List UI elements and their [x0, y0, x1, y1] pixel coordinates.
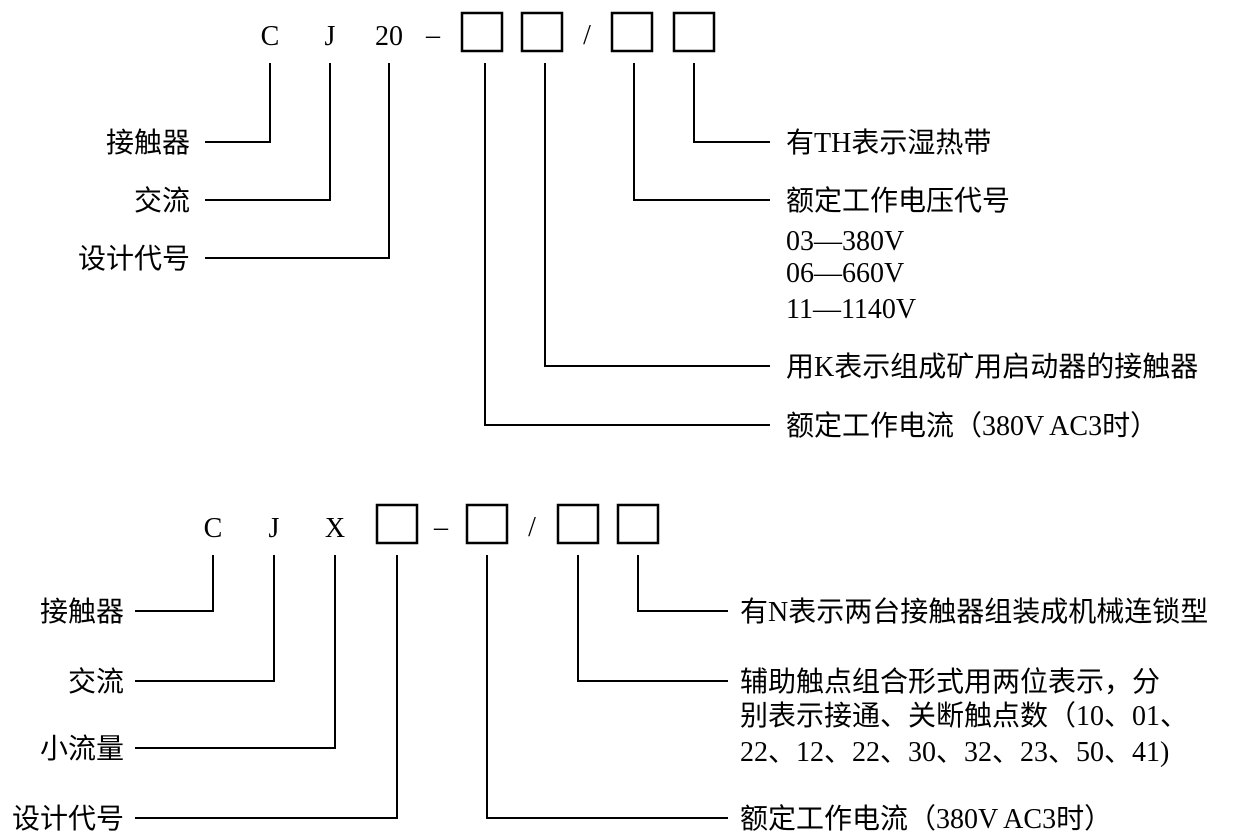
- code-box-2: [520, 11, 564, 53]
- label-voltage-06: 06—660V: [786, 258, 904, 289]
- diagram-cj20: C J 20 – / 接触器 交流 设计代号 有TH表示湿热带 额定工作电压代号…: [78, 11, 1198, 442]
- label-rated-current: 额定工作电流（380V AC3时）: [786, 410, 1158, 442]
- label-mine-starter: 用K表示组成矿用启动器的接触器: [786, 351, 1198, 383]
- leader-line-design: [205, 63, 390, 259]
- code-box-3: [556, 503, 600, 545]
- leader-line-contactor: [135, 555, 214, 612]
- label-small-flow: 小流量: [40, 733, 124, 765]
- leader-line-ac: [205, 63, 331, 201]
- label-aux-line-3: 22、12、22、30、32、23、50、41): [740, 737, 1169, 768]
- label-aux-line-2: 别表示接通、关断触点数（10、01、: [740, 700, 1188, 732]
- code-box-2: [465, 503, 509, 545]
- diagram-cjx: C J X – / 接触器 交流 小流量 设计代号 有N表示两台接触器组装成机械…: [12, 503, 1208, 832]
- code-letter-c: C: [204, 513, 223, 544]
- leader-line-current: [484, 63, 770, 426]
- code-box-1: [460, 11, 504, 53]
- label-contactor: 接触器: [106, 127, 190, 159]
- leader-line-interlock: [637, 555, 728, 612]
- code-dash: –: [425, 20, 441, 51]
- code-box-4: [616, 503, 660, 545]
- leader-line-small-flow: [135, 555, 336, 749]
- label-interlock: 有N表示两台接触器组装成机械连锁型: [740, 596, 1208, 628]
- label-ac: 交流: [134, 185, 190, 217]
- label-voltage-03: 03—380V: [786, 226, 904, 257]
- label-contactor: 接触器: [40, 596, 124, 628]
- code-box-3: [610, 11, 654, 53]
- label-ac: 交流: [68, 666, 124, 698]
- code-box-1: [375, 503, 419, 545]
- label-rated-current: 额定工作电流（380V AC3时）: [740, 803, 1112, 832]
- label-aux-line-1: 辅助触点组合形式用两位表示，分: [740, 666, 1160, 698]
- label-voltage-code: 额定工作电压代号: [786, 185, 1010, 217]
- label-design-code: 设计代号: [12, 803, 124, 832]
- code-dash: –: [433, 512, 449, 543]
- leader-line-voltage: [633, 63, 770, 201]
- code-slash: /: [583, 20, 591, 51]
- label-design-code: 设计代号: [78, 243, 190, 275]
- leader-line-ac: [135, 555, 275, 682]
- label-humid-tropic: 有TH表示湿热带: [786, 127, 991, 159]
- label-voltage-11: 11—1140V: [786, 294, 916, 325]
- code-letter-j: J: [269, 513, 280, 544]
- leader-line-humid: [693, 63, 770, 143]
- leader-line-mine: [544, 63, 770, 367]
- leader-line-aux-contacts: [577, 555, 728, 682]
- code-box-4: [672, 11, 716, 53]
- leader-line-current: [486, 555, 728, 819]
- code-number-20: 20: [375, 21, 403, 52]
- code-slash: /: [528, 512, 536, 543]
- code-letter-j: J: [325, 21, 336, 52]
- leader-line-design: [135, 555, 398, 819]
- code-letter-x: X: [325, 513, 345, 544]
- leader-line-contactor: [205, 63, 271, 143]
- code-letter-c: C: [261, 21, 280, 52]
